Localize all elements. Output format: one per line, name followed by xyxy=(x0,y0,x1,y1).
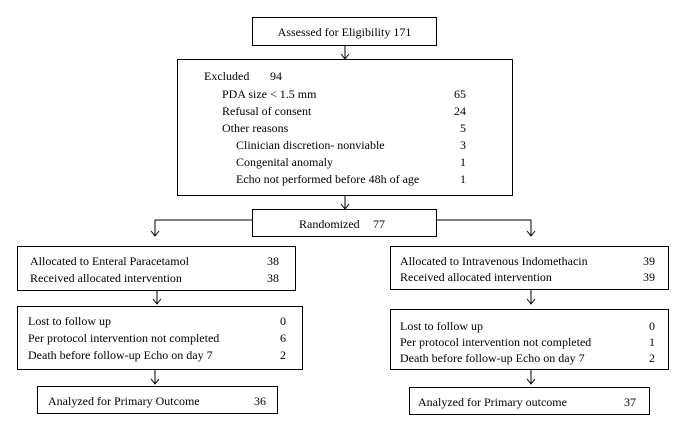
left-followup-label: Lost to follow up xyxy=(28,314,111,328)
right-analyzed-label: Analyzed for Primary outcome xyxy=(418,395,567,409)
excluded-subitem-label: Echo not performed before 48h of age xyxy=(236,172,420,186)
randomized-value: 77 xyxy=(373,217,385,231)
left-followup-box: Lost to follow up 0 Per protocol interve… xyxy=(17,306,303,370)
excluded-total: 94 xyxy=(270,69,282,83)
excluded-subitem-value: 1 xyxy=(460,155,466,169)
left-followup-label: Per protocol intervention not completed xyxy=(28,331,220,345)
left-followup-value: 0 xyxy=(280,314,286,328)
excluded-item-value: 5 xyxy=(460,121,466,135)
left-allocation-value: 38 xyxy=(267,254,279,268)
left-allocation-box: Allocated to Enteral Paracetamol 38 Rece… xyxy=(17,246,296,291)
arrowhead-left-analyzed xyxy=(150,378,160,385)
right-followup-value: 2 xyxy=(649,351,655,365)
excluded-item-label: PDA size < 1.5 mm xyxy=(222,87,317,101)
right-allocation-box: Allocated to Intravenous Indomethacin 39… xyxy=(390,246,669,290)
excluded-subitem-label: Clinician discretion- nonviable xyxy=(236,138,385,152)
left-followup-label: Death before follow-up Echo on day 7 xyxy=(28,348,213,362)
arrowhead-right-followup xyxy=(526,298,536,305)
left-followup-value: 2 xyxy=(280,348,286,362)
randomized-label: Randomized xyxy=(299,217,360,231)
left-received-value: 38 xyxy=(267,271,279,285)
excluded-box: Excluded 94 PDA size < 1.5 mm 65 Refusal… xyxy=(177,59,513,196)
left-analyzed-box: Analyzed for Primary Outcome 36 xyxy=(37,386,278,414)
left-received-label: Received allocated intervention xyxy=(30,271,182,285)
excluded-subitem-label: Congenital anomaly xyxy=(236,155,333,169)
right-followup-label: Death before follow-up Echo on day 7 xyxy=(400,351,585,365)
excluded-subitem-value: 1 xyxy=(460,172,466,186)
excluded-item-value: 65 xyxy=(454,87,466,101)
excluded-item-value: 24 xyxy=(454,104,466,118)
right-received-label: Received allocated intervention xyxy=(400,270,552,284)
excluded-item-label: Refusal of consent xyxy=(222,104,312,118)
right-analyzed-box: Analyzed for Primary outcome 37 xyxy=(409,387,650,415)
right-followup-label: Per protocol intervention not completed xyxy=(400,335,592,349)
arrowhead-left-alloc xyxy=(150,230,160,237)
right-followup-value: 1 xyxy=(649,335,655,349)
right-followup-box: Lost to follow up 0 Per protocol interve… xyxy=(390,309,669,370)
left-analyzed-label: Analyzed for Primary Outcome xyxy=(48,394,200,408)
excluded-subitem-value: 3 xyxy=(460,138,466,152)
left-followup-value: 6 xyxy=(280,331,286,345)
excluded-item-label: Other reasons xyxy=(222,121,289,135)
right-received-value: 39 xyxy=(643,270,655,284)
randomized-box: Randomized 77 xyxy=(252,209,437,237)
right-followup-value: 0 xyxy=(649,319,655,333)
left-analyzed-value: 36 xyxy=(254,394,266,408)
right-analyzed-value: 37 xyxy=(624,395,636,409)
right-allocation-value: 39 xyxy=(643,254,655,268)
right-followup-label: Lost to follow up xyxy=(400,319,483,333)
arrowhead-left-followup xyxy=(152,298,162,305)
right-allocation-label: Allocated to Intravenous Indomethacin xyxy=(400,254,588,268)
left-allocation-label: Allocated to Enteral Paracetamol xyxy=(30,254,189,268)
excluded-title: Excluded xyxy=(204,69,250,83)
arrowhead-right-analyzed xyxy=(526,378,536,385)
arrowhead-right-alloc xyxy=(526,230,536,237)
assessed-box: Assessed for Eligibility 171 xyxy=(252,17,437,46)
assessed-label: Assessed for Eligibility 171 xyxy=(277,25,412,39)
